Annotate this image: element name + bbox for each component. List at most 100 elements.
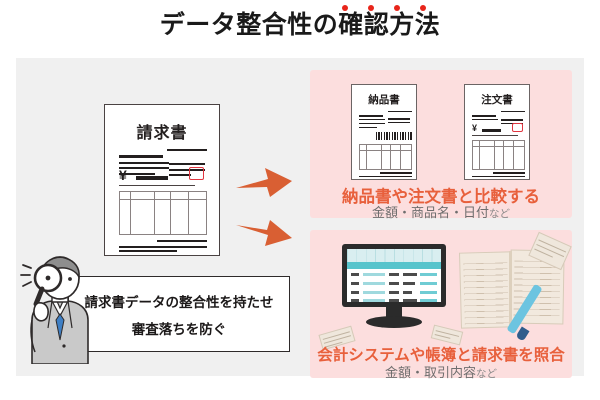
panel-top-subtext-suffix: など bbox=[489, 208, 510, 220]
invoice-table bbox=[119, 191, 207, 235]
doc-line bbox=[359, 176, 412, 178]
currency-symbol: ¥ bbox=[119, 167, 127, 183]
doc-line bbox=[167, 149, 207, 151]
spreadsheet-row bbox=[347, 297, 441, 302]
table-col bbox=[504, 141, 515, 169]
doc-line bbox=[472, 119, 498, 121]
invoice-table-header bbox=[120, 192, 206, 200]
invoice-table-col bbox=[155, 192, 172, 234]
doc-line bbox=[388, 111, 412, 113]
panel-bottom-heading: 会計システムや帳簿と請求書を照合 bbox=[317, 347, 565, 364]
doc-line bbox=[359, 115, 383, 117]
doc-line bbox=[359, 123, 385, 125]
doc-line bbox=[169, 174, 191, 176]
spreadsheet-grid bbox=[347, 249, 441, 262]
page-title-text: データ整合性の確認方法 bbox=[159, 11, 441, 39]
person-with-magnifier-icon bbox=[18, 254, 96, 365]
monitor-screen bbox=[347, 249, 441, 302]
doc-line bbox=[119, 246, 207, 248]
invoice-table-col bbox=[131, 192, 155, 234]
monitor-body bbox=[342, 244, 446, 307]
doc-amount-line bbox=[136, 176, 168, 180]
doc-line bbox=[472, 135, 518, 136]
arrow-to-top-panel bbox=[234, 164, 294, 206]
doc-line bbox=[359, 119, 385, 121]
doc-amount-line bbox=[482, 129, 501, 132]
table-col bbox=[367, 145, 382, 169]
spreadsheet-row bbox=[347, 289, 441, 297]
monitor-neck bbox=[386, 307, 402, 318]
comparison-panel-accounting: 会計システムや帳簿と請求書を照合 金額・取引内容など bbox=[310, 230, 572, 381]
panel-top-subtext: 金額・商品名・日付など bbox=[310, 202, 572, 221]
doc-line bbox=[388, 118, 410, 120]
doc-line bbox=[493, 172, 525, 174]
caption-line-1: 請求書データの整合性を持たせ bbox=[84, 295, 274, 310]
invoice-document: 請求書 ¥ bbox=[104, 104, 220, 256]
doc-line bbox=[119, 185, 195, 186]
doc-line bbox=[501, 111, 525, 113]
doc-line bbox=[501, 119, 523, 121]
barcode-icon bbox=[376, 132, 412, 140]
ledger-book-icon bbox=[459, 231, 572, 342]
doc-line bbox=[119, 155, 163, 158]
monitor-base bbox=[366, 316, 422, 328]
doc-line bbox=[119, 173, 155, 175]
purchase-order-table bbox=[472, 140, 525, 170]
page-title: データ整合性の確認方法 bbox=[159, 5, 441, 44]
seal-stamp-box bbox=[189, 167, 204, 180]
delivery-note-document: 納品書 bbox=[351, 84, 417, 180]
infographic-stage: 請求書 ¥ bbox=[16, 58, 584, 381]
invoice-document-title: 請求書 bbox=[136, 125, 188, 142]
delivery-note-title: 納品書 bbox=[368, 94, 400, 106]
doc-line bbox=[119, 162, 169, 164]
purchase-order-document: 注文書 ¥ bbox=[464, 84, 530, 180]
emphasis-dot bbox=[394, 5, 401, 11]
doc-line bbox=[119, 250, 177, 253]
spreadsheet-row bbox=[347, 271, 441, 279]
doc-line bbox=[388, 122, 410, 124]
doc-line bbox=[380, 172, 412, 174]
table-col bbox=[473, 141, 481, 169]
emphasis-dot bbox=[368, 5, 375, 11]
accounting-software-monitor-icon bbox=[342, 244, 446, 330]
doc-line bbox=[169, 169, 205, 171]
doc-line bbox=[169, 163, 205, 166]
panel-top-heading: 納品書や注文書と比較する bbox=[342, 188, 540, 206]
panel-bottom-subtext-suffix: など bbox=[476, 368, 497, 380]
doc-line bbox=[359, 127, 377, 129]
arrow-to-bottom-panel bbox=[234, 216, 294, 258]
table-col bbox=[360, 145, 368, 169]
comparison-panel-documents: 納品書 注文書 bbox=[310, 70, 572, 221]
title-area: データ整合性の確認方法 bbox=[0, 5, 600, 50]
spreadsheet-row bbox=[347, 280, 441, 288]
emphasis-dots bbox=[334, 5, 438, 13]
table-col bbox=[480, 141, 495, 169]
panel-top-subtext-main: 金額・商品名・日付 bbox=[371, 205, 489, 220]
emphasis-dot bbox=[342, 5, 349, 11]
emphasis-dot bbox=[420, 5, 427, 11]
delivery-note-table bbox=[359, 144, 412, 170]
ledger-page-left bbox=[459, 251, 513, 329]
doc-line bbox=[472, 115, 496, 117]
doc-line bbox=[472, 176, 525, 178]
caption-box: 請求書データの整合性を持たせ 審査落ちを防ぐ bbox=[68, 276, 290, 352]
table-col bbox=[495, 141, 505, 169]
pen-tip-icon bbox=[515, 326, 530, 342]
spreadsheet-header-band bbox=[347, 262, 441, 269]
doc-line bbox=[157, 240, 207, 243]
ledger-spine bbox=[509, 251, 512, 327]
panel-bottom-subtext: 金額・取引内容など bbox=[310, 362, 572, 381]
caption-line-2: 審査落ちを防ぐ bbox=[131, 321, 227, 337]
invoice-table-col bbox=[171, 192, 190, 234]
invoice-table-col bbox=[120, 192, 132, 234]
table-col bbox=[391, 145, 402, 169]
table-col bbox=[382, 145, 392, 169]
currency-symbol: ¥ bbox=[472, 123, 478, 133]
seal-stamp-box bbox=[512, 123, 523, 132]
panel-bottom-subtext-main: 金額・取引内容 bbox=[384, 365, 476, 380]
table-header bbox=[473, 141, 524, 147]
doc-line bbox=[119, 167, 169, 169]
purchase-order-title: 注文書 bbox=[481, 94, 513, 106]
ledger-rules bbox=[463, 262, 509, 325]
table-header bbox=[360, 145, 411, 151]
